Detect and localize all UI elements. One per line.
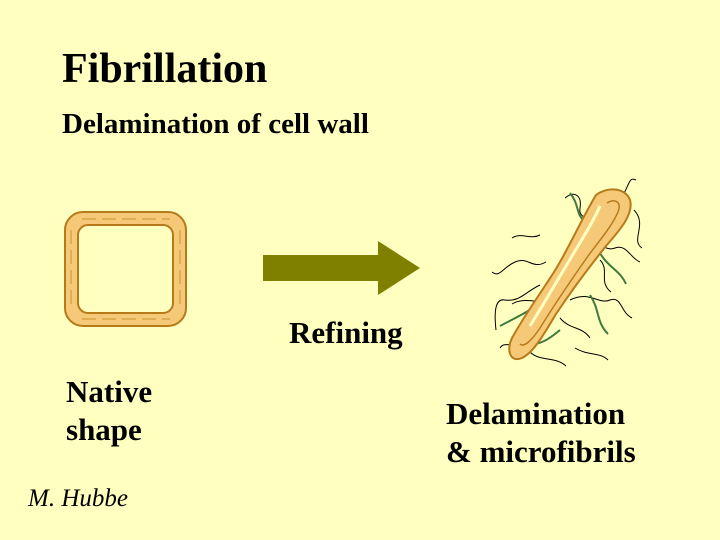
- delaminated-fiber: [491, 178, 643, 367]
- slide-subtitle: Delamination of cell wall: [62, 108, 369, 140]
- delam-label-line1: Delamination: [446, 396, 626, 431]
- delam-label-line2: & microfibrils: [446, 434, 636, 469]
- native-label-line2: shape: [66, 412, 142, 447]
- native-shape-label: Native shape: [66, 373, 152, 449]
- native-cell-wall: [64, 211, 187, 327]
- native-label-line1: Native: [66, 374, 153, 409]
- refining-arrow: [263, 241, 420, 295]
- author-credit: M. Hubbe: [28, 485, 128, 512]
- refining-label: Refining: [289, 315, 403, 350]
- delamination-label: Delamination & microfibrils: [446, 395, 636, 471]
- slide-title: Fibrillation: [62, 46, 268, 92]
